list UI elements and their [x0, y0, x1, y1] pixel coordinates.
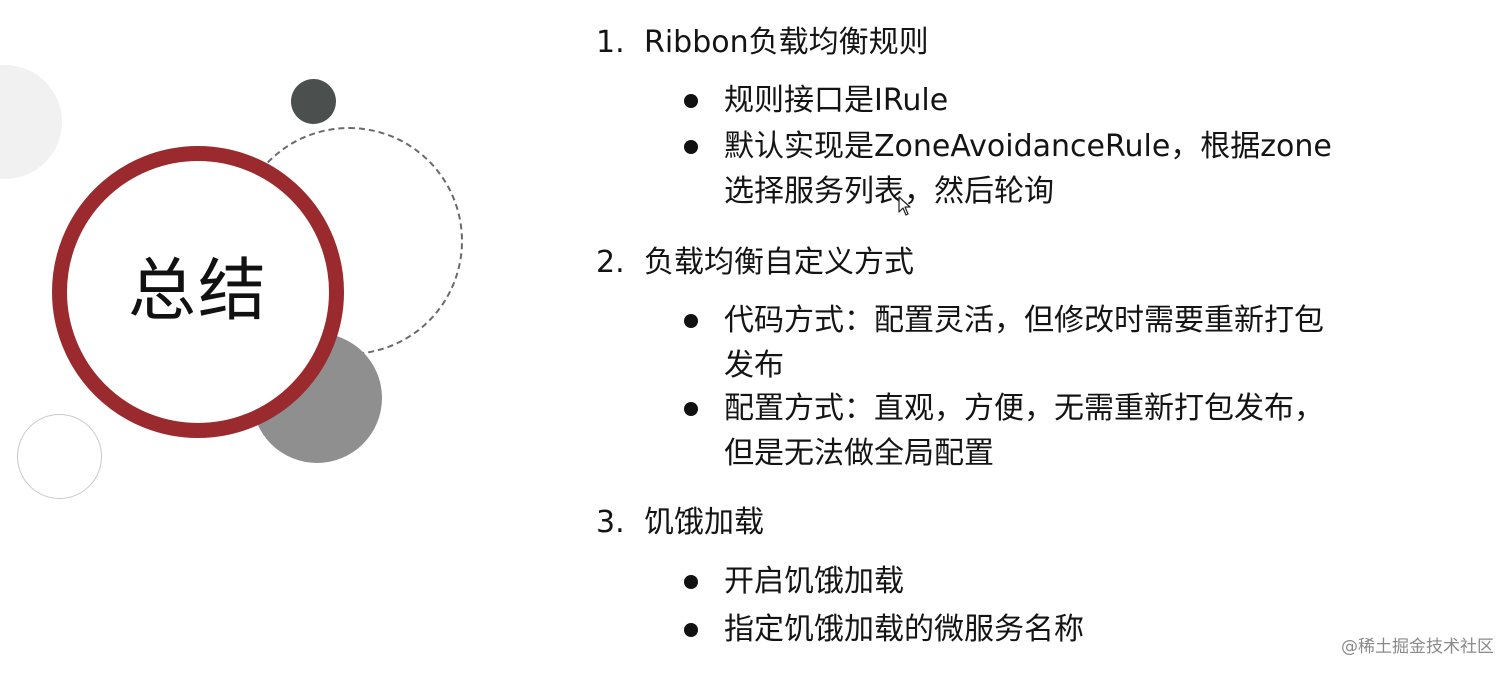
bullet-item: 指定饥饿加载的微服务名称: [684, 607, 1364, 652]
bullet-dot-icon: [684, 623, 698, 637]
decorative-circle-dark: [291, 79, 336, 124]
bullet-text: 默认实现是ZoneAvoidanceRule，根据zone选择服务列表，然后轮询: [724, 129, 1332, 209]
section-title: 饥饿加载: [644, 505, 764, 540]
bullet-dot-icon: [684, 314, 698, 328]
bullet-dot-icon: [684, 94, 698, 108]
bullet-text: 配置方式：直观，方便，无需重新打包发布，但是无法做全局配置: [724, 391, 1324, 471]
bullet-dot-icon: [684, 140, 698, 154]
bullet-item: 配置方式：直观，方便，无需重新打包发布，但是无法做全局配置: [684, 386, 1344, 476]
slide-title: 总结: [127, 252, 268, 331]
section-heading-2: 2. 负载均衡自定义方式: [596, 243, 914, 283]
bullet-text: 开启饥饿加载: [724, 564, 904, 599]
bullet-text: 规则接口是IRule: [724, 83, 949, 118]
bullet-dot-icon: [684, 402, 698, 416]
title-ring: 总结: [52, 146, 344, 438]
bullet-item: 开启饥饿加载: [684, 559, 1364, 604]
bullet-text: 代码方式：配置灵活，但修改时需要重新打包发布: [724, 303, 1324, 383]
bullet-dot-icon: [684, 575, 698, 589]
section-number: 2.: [596, 245, 625, 280]
decorative-circle-light: [0, 65, 62, 179]
section-title: Ribbon负载均衡规则: [644, 25, 929, 60]
mouse-pointer-icon: [898, 196, 911, 216]
bullet-item: 规则接口是IRule: [684, 78, 1364, 123]
section-heading-1: 1. Ribbon负载均衡规则: [596, 23, 929, 63]
bullet-item: 默认实现是ZoneAvoidanceRule，根据zone选择服务列表，然后轮询: [684, 124, 1344, 214]
section-number: 3.: [596, 505, 625, 540]
section-heading-3: 3. 饥饿加载: [596, 503, 764, 543]
watermark: @稀土掘金技术社区: [1341, 637, 1494, 657]
bullet-item: 代码方式：配置灵活，但修改时需要重新打包发布: [684, 298, 1344, 388]
bullet-text: 指定饥饿加载的微服务名称: [724, 612, 1084, 647]
section-title: 负载均衡自定义方式: [644, 245, 914, 280]
section-number: 1.: [596, 25, 625, 60]
decorative-circle-outline: [17, 414, 102, 499]
